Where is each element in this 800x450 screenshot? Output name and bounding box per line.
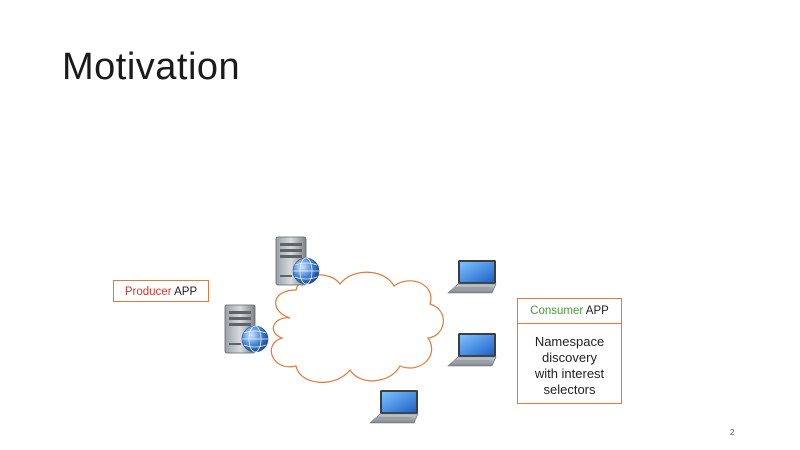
consumer-description: Namespace discovery with interest select… — [518, 324, 621, 398]
server-globe-icon — [224, 304, 269, 354]
producer-suffix: APP — [171, 286, 198, 298]
laptop-icon — [369, 390, 419, 424]
server-globe-icon — [275, 236, 320, 286]
page-number: 2 — [730, 428, 735, 437]
consumer-label: Consumer — [530, 305, 584, 317]
page-title: Motivation — [62, 46, 241, 88]
laptop-icon — [447, 333, 497, 367]
producer-label: Producer — [124, 286, 172, 298]
consumer-header: Consumer APP — [518, 299, 621, 324]
consumer-description-line: Namespace — [534, 334, 605, 349]
consumer-suffix: APP — [583, 305, 609, 317]
consumer-description-line: selectors — [543, 382, 596, 397]
consumer-description-line: discovery — [542, 350, 597, 365]
producer-app-box: Producer APP — [113, 280, 209, 302]
cloud-icon — [270, 271, 444, 383]
consumer-app-box: Consumer APP Namespace discovery with in… — [517, 298, 622, 404]
consumer-description-line: with interest — [534, 366, 605, 381]
laptop-icon — [447, 260, 497, 294]
